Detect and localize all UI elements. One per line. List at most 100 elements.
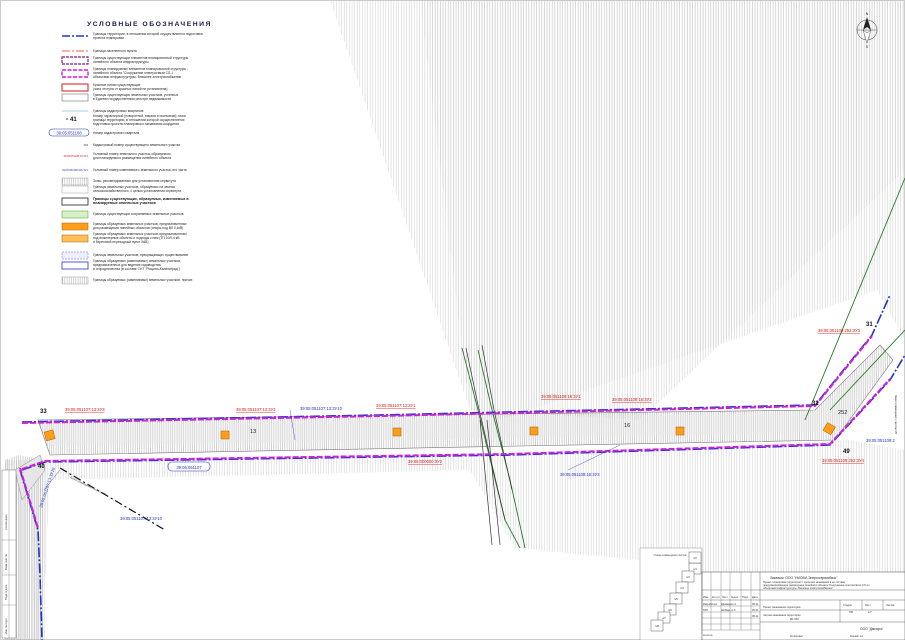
svg-text:05.21: 05.21 <box>752 602 759 606</box>
svg-text:13: 13 <box>250 429 256 435</box>
combination-label-right: Линия совмещения с листом 3/5 <box>894 395 898 435</box>
svg-text:32: 32 <box>812 401 819 407</box>
legend-item: Границы земельных участков, образуемых н… <box>61 185 181 194</box>
svg-text:1/5: 1/5 <box>674 597 678 601</box>
svg-text:для размещения линейных объект: для размещения линейных объектов (опоры … <box>93 226 183 230</box>
scheme-sheet: 1/5 <box>669 592 683 605</box>
svg-text:подготовка проекта планировки: подготовка проекта планировки и межевани… <box>93 122 180 126</box>
svg-text:41: 41 <box>70 117 77 123</box>
svg-text:Границы существующих сохраняем: Границы существующих сохраняемых земельн… <box>93 212 184 216</box>
svg-text:31: 31 <box>866 322 873 328</box>
quarter-label: 39:05:051107 <box>167 461 211 472</box>
svg-text:1/7: 1/7 <box>662 616 666 620</box>
svg-text:16: 16 <box>624 423 630 429</box>
svg-text:в Едином государственном реест: в Едином государственном реестре недвижи… <box>93 97 171 101</box>
svg-text:39:05:051108: 39:05:051108 <box>56 131 82 136</box>
svg-text:39:05:051108:315:3У1: 39:05:051108:315:3У1 <box>62 168 89 172</box>
legend-item: 39:05:051108:315:3У1 Условный номер измен… <box>62 168 187 172</box>
svg-text:Ефименко А.: Ефименко А. <box>721 602 737 606</box>
svg-text:Номер характерной (поворотной,: Номер характерной (поворотной, начала и … <box>93 114 186 118</box>
legend-item: 215 Кадастровый номер существующего земел… <box>84 143 181 147</box>
svg-text:Границы существующих, образуем: Границы существующих, образуемых, изменя… <box>93 197 189 201</box>
svg-text:Кадастровый номер существующег: Кадастровый номер существующего земельно… <box>93 143 180 147</box>
svg-text:Номер кадастрового квартала: Номер кадастрового квартала <box>93 131 139 135</box>
legend-item: Границы образуемых (изменяемых) земельны… <box>61 259 181 271</box>
scheme-sheet: 1/3 <box>681 570 695 583</box>
svg-text:215: 215 <box>84 143 89 147</box>
legend: УСЛОВНЫЕ ОБОЗНАЧЕНИЯ Границы территории,… <box>48 21 210 285</box>
legend-item: Границы планируемых элементов планировоч… <box>61 67 188 79</box>
project-title: Проект планировки территории с проектом … <box>763 580 871 590</box>
svg-text:39:05:051107:13:3У10: 39:05:051107:13:3У10 <box>120 516 163 521</box>
svg-text:1/1: 1/1 <box>693 567 697 571</box>
legend-item: Граница населенного пункта <box>62 49 137 53</box>
svg-text:ООО "Дмсаргс": ООО "Дмсаргс" <box>860 627 884 631</box>
legend-item: Границы существующих сохраняемых земельн… <box>61 210 184 219</box>
legend-item: 39:05:051108:15:3У1 Условный номер земель… <box>63 152 171 160</box>
svg-text:Границы существующих элементов: Границы существующих элементов планирово… <box>93 56 189 60</box>
svg-text:39:05:051109:2: 39:05:051109:2 <box>866 438 895 443</box>
legend-item: Границы кадастровых кварталов <box>62 109 144 113</box>
road-lines <box>465 344 513 546</box>
svg-text:(зона отступа от красных линий: (зона отступа от красных линий не устано… <box>93 87 167 91</box>
svg-text:линейного объекта "Сооружение: линейного объекта "Сооружение электросвя… <box>93 71 173 75</box>
side-strip: Согласовано Взам. инв. № Подп. и дата Ин… <box>1 469 17 639</box>
svg-text:Инв. № подл.: Инв. № подл. <box>4 618 8 634</box>
svg-text:39:05:051109:16:3У1: 39:05:051109:16:3У1 <box>541 394 581 399</box>
svg-text:Дата: Дата <box>752 595 758 599</box>
svg-text:39:05:051109:252:3У4: 39:05:051109:252:3У4 <box>822 458 865 463</box>
svg-text:Условный номер земельного учас: Условный номер земельного участка, образ… <box>93 152 171 156</box>
legend-item: 41 Номер характерной (поворотной, начала … <box>66 114 186 126</box>
svg-text:Подп. и дата: Подп. и дата <box>4 584 8 600</box>
legend-item: Границы территории, в отношении которой … <box>62 32 203 40</box>
parcel-numbers: 13 16 252 <box>250 410 847 435</box>
legend-item: Границы земельных участков, прекращающих… <box>61 251 188 260</box>
svg-text:Шибарь А.Л.: Шибарь А.Л. <box>721 608 736 612</box>
svg-text:39:05:051107:13:3У2: 39:05:051107:13:3У2 <box>236 407 276 412</box>
svg-text:33: 33 <box>40 409 47 415</box>
svg-text:линейного объекта инфраструкту: линейного объекта инфраструктуры <box>93 60 149 64</box>
red-cadastral-labels: 39:05:051107:13:3У3 39:05:051107:13:3У2 … <box>65 328 865 464</box>
svg-text:Чертеж межевания территории: Чертеж межевания территории <box>763 613 801 617</box>
point-numbers: 33 40 32 31 49 <box>38 322 873 470</box>
svg-text:1/3: 1/3 <box>686 575 690 579</box>
legend-item: Красные линии существующие(зона отступа … <box>61 83 167 92</box>
north-arrow-icon: N S <box>856 12 878 49</box>
svg-text:S: S <box>866 45 869 49</box>
sheet-scheme: Схема совмещения листов 1/11/21/31/41/51… <box>639 547 703 640</box>
svg-text:объектами инфраструктуры. Внеш: объектами инфраструктуры. Внешнее электр… <box>93 75 181 79</box>
svg-text:1/4: 1/4 <box>680 586 684 590</box>
svg-text:Границы планируемых элементов: Границы планируемых элементов планировоч… <box>93 67 188 71</box>
svg-text:1/6: 1/6 <box>668 608 672 612</box>
svg-text:39:05:051108:15:3У1: 39:05:051108:15:3У1 <box>63 154 88 158</box>
legend-item: Зоны, рекомендованные для установления с… <box>61 177 176 186</box>
svg-text:Копировал: Копировал <box>790 634 803 638</box>
svg-text:Границы существующих земельных: Границы существующих земельных участков,… <box>93 93 179 97</box>
svg-text:ГИП: ГИП <box>703 608 708 612</box>
svg-text:N: N <box>866 12 869 16</box>
svg-text:39:05:051107: 39:05:051107 <box>176 465 202 470</box>
svg-text:Изм.: Изм. <box>703 595 709 599</box>
svg-text:Условный номер изменяемого зем: Условный номер изменяемого земельного уч… <box>93 168 187 172</box>
svg-text:ПМ: ПМ <box>849 610 853 614</box>
svg-text:Стадия: Стадия <box>843 603 852 607</box>
svg-text:40: 40 <box>38 464 45 470</box>
svg-text:Подп.: Подп. <box>742 595 749 599</box>
scheme-sheet: 1/8 <box>650 619 664 632</box>
svg-text:№док: №док <box>731 596 739 599</box>
scheme-sheet: 1/2 <box>688 551 702 564</box>
svg-text:39:05:051109:252:3У3: 39:05:051109:252:3У3 <box>818 328 861 333</box>
svg-text:39:05:000000:3У2: 39:05:000000:3У2 <box>408 459 443 464</box>
planning-boundary <box>19 335 891 529</box>
sheet-combination-line <box>59 467 166 531</box>
svg-text:Проект межевания территории.: Проект межевания территории. <box>763 605 801 609</box>
svg-text:сельскохозяйственного, с целью: сельскохозяйственного, с целью установле… <box>93 189 181 193</box>
svg-text:Кол.уч: Кол.уч <box>712 595 720 599</box>
svg-text:для планируемого размещения ли: для планируемого размещения линейного об… <box>93 156 171 160</box>
svg-text:под инженерные объекты и подхо: под инженерные объекты и подходы к ним (… <box>93 236 180 240</box>
svg-text:Согласовано: Согласовано <box>4 514 8 530</box>
svg-text:проекта планировки: проекта планировки <box>93 36 124 40</box>
scheme-sheet: 1/7 <box>657 611 671 624</box>
legend-item: Границы существующих элементов планирово… <box>61 56 189 65</box>
